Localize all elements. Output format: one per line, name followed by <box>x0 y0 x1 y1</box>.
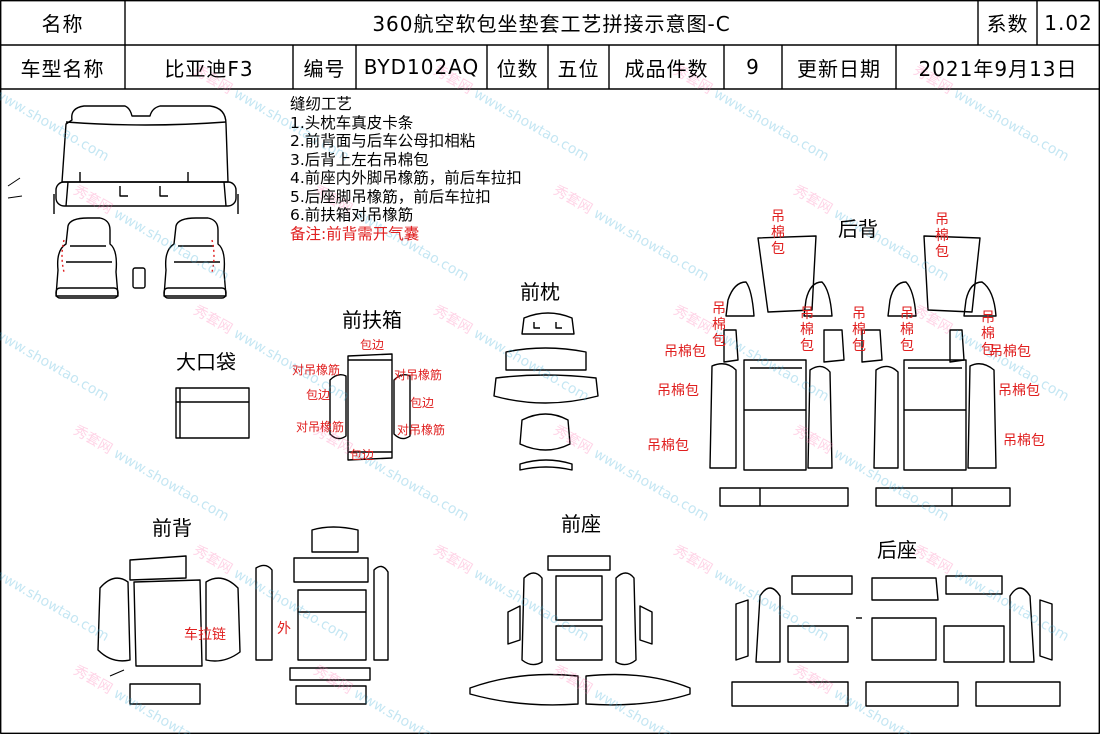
rear-back-cotton-v5: 吊棉包 <box>852 306 866 354</box>
front-back-zipper: 车拉链 <box>184 627 226 643</box>
note-item: 4.前座内外脚吊橡筋，前后车拉扣 <box>290 169 522 187</box>
coef-label: 系数 <box>986 12 1029 36</box>
note-item: 2.前背面与后车公母扣相粘 <box>290 132 476 150</box>
code-label: 编号 <box>303 56 346 81</box>
armrest-binding-top: 包边 <box>360 338 385 352</box>
rear-back-cotton-v2: 吊棉包 <box>935 212 949 260</box>
front-seat-overview-right <box>163 217 227 299</box>
model-label: 车型名称 <box>20 56 105 81</box>
rear-back-cotton-h4: 吊棉包 <box>989 344 1031 360</box>
armrest-elastic-top-left: 对吊橡筋 <box>292 363 341 377</box>
pieces-value: 9 <box>746 55 760 79</box>
seat-label: 位数 <box>496 56 539 81</box>
coef-value: 1.02 <box>1044 10 1093 35</box>
rear-back-cotton-v4: 吊棉包 <box>800 306 814 354</box>
note-item: 5.后座脚吊橡筋，前后车拉扣 <box>290 187 491 206</box>
section-rear-back: 后背 <box>838 217 878 241</box>
rear-back-cotton-h5: 吊棉包 <box>998 383 1040 399</box>
armrest-elastic-bottom-left: 对吊橡筋 <box>296 420 345 434</box>
section-front-armrest: 前扶箱 <box>342 308 402 332</box>
rear-back-cotton-v6: 吊棉包 <box>900 306 914 354</box>
rear-back-cotton-h3: 吊棉包 <box>647 438 689 454</box>
note-item: 6.前扶箱对吊橡筋 <box>290 206 414 224</box>
armrest-binding-bottom: 包边 <box>350 448 375 462</box>
front-seat-pieces <box>469 555 691 706</box>
page-title: 360航空软包坐垫套工艺拼接示意图-C <box>372 12 731 36</box>
rear-back-cotton-h1: 吊棉包 <box>664 344 706 360</box>
front-armrest-pieces <box>329 353 411 461</box>
overview-red-stitch <box>61 239 215 273</box>
rear-seat-pieces <box>731 575 1061 707</box>
rear-back-cotton-h2: 吊棉包 <box>657 383 699 399</box>
rear-back-cotton-v3: 吊棉包 <box>712 301 726 349</box>
section-rear-seat: 后座 <box>877 538 917 562</box>
notes-remark: 备注:前背需开气囊 <box>290 224 420 243</box>
pieces-label: 成品件数 <box>624 56 709 81</box>
note-item: 1.头枕车真皮卡条 <box>290 113 414 132</box>
front-seat-overview-left <box>55 217 119 299</box>
rear-back-cotton-v7: 吊棉包 <box>981 310 995 358</box>
code-value: BYD102AQ <box>363 55 480 79</box>
name-label: 名称 <box>41 12 84 36</box>
section-front-pillow: 前枕 <box>520 280 560 304</box>
rear-back-cotton-h6: 吊棉包 <box>1003 433 1045 449</box>
date-label: 更新日期 <box>797 56 881 81</box>
armrest-elastic-bottom-right: 对吊橡筋 <box>397 423 446 437</box>
rear-bench-overview <box>53 105 239 214</box>
section-front-seat: 前座 <box>561 512 601 536</box>
sewing-notes: 缝纫工艺 1.头枕车真皮卡条 2.前背面与后车公母扣相粘 3.后背上左右吊棉包 … <box>290 95 522 243</box>
armrest-binding-left: 包边 <box>306 388 331 402</box>
notes-title: 缝纫工艺 <box>290 95 353 113</box>
front-pillow-pieces <box>493 312 599 471</box>
armrest-binding-right: 包边 <box>410 396 435 410</box>
front-back-outer: 外 <box>277 621 291 637</box>
front-back-pieces <box>97 526 389 705</box>
model-value: 比亚迪F3 <box>164 56 254 81</box>
armrest-elastic-top-right: 对吊橡筋 <box>394 368 443 382</box>
small-strap <box>7 177 23 199</box>
note-item: 3.后背上左右吊棉包 <box>290 150 429 169</box>
section-front-back: 前背 <box>152 516 192 540</box>
big-pocket-piece <box>175 387 250 439</box>
rear-back-pieces <box>709 235 1011 507</box>
mid-console-overview <box>132 267 146 289</box>
section-big-pocket: 大口袋 <box>176 350 236 374</box>
rear-back-cotton-v1: 吊棉包 <box>771 209 785 257</box>
seat-value: 五位 <box>557 56 600 81</box>
date-value: 2021年9月13日 <box>918 56 1078 81</box>
